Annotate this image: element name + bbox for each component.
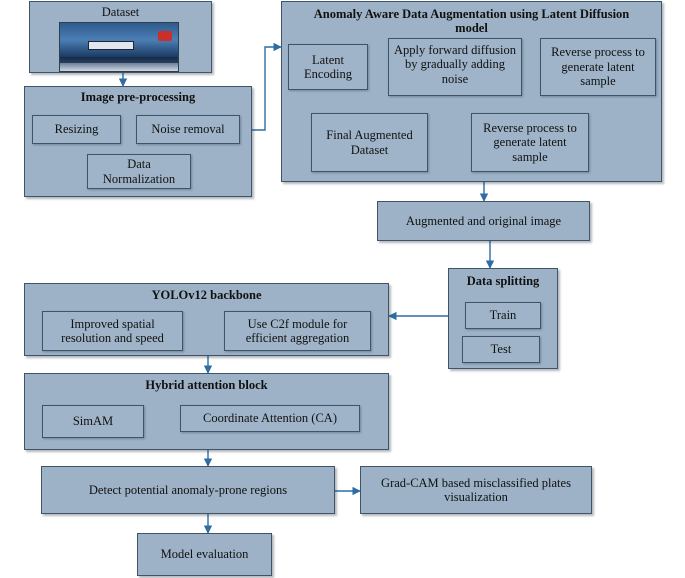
gradcam-box: Grad-CAM based misclassified plates visu… xyxy=(360,466,592,514)
data-splitting-title: Data splitting xyxy=(466,274,540,288)
latent-encoding-step: Latent Encoding xyxy=(288,44,368,90)
resizing-step: Resizing xyxy=(32,115,121,144)
train-split: Train xyxy=(465,302,541,329)
data-normalization-step: Data Normalization xyxy=(87,154,191,189)
c2f-module-feature: Use C2f module for efficient aggregation xyxy=(224,311,371,351)
dataset-box: Dataset xyxy=(29,1,212,73)
augmented-original-label: Augmented and original image xyxy=(405,213,562,228)
hybrid-attention-title: Hybrid attention block xyxy=(145,378,268,392)
model-evaluation-label: Model evaluation xyxy=(160,547,249,562)
arrow-preprocessing-to-augmentation xyxy=(240,42,282,131)
model-evaluation-box: Model evaluation xyxy=(137,533,272,576)
license-plate-image xyxy=(59,22,179,72)
noise-removal-step: Noise removal xyxy=(136,115,240,144)
preprocessing-title: Image pre-processing xyxy=(80,90,196,104)
final-augmented-dataset: Final Augmented Dataset xyxy=(311,113,428,172)
augmentation-title: Anomaly Aware Data Augmentation using La… xyxy=(313,7,630,36)
reverse-process-top-step: Reverse process to generate latent sampl… xyxy=(540,38,656,96)
forward-diffusion-step: Apply forward diffusion by gradually add… xyxy=(388,38,522,96)
spatial-resolution-feature: Improved spatial resolution and speed xyxy=(42,311,183,351)
gradcam-label: Grad-CAM based misclassified plates visu… xyxy=(381,475,571,504)
augmented-original-box: Augmented and original image xyxy=(377,201,590,241)
test-split: Test xyxy=(462,336,540,363)
dataset-title: Dataset xyxy=(101,5,140,19)
detect-anomaly-box: Detect potential anomaly-prone regions xyxy=(41,466,335,514)
yolov12-backbone-title: YOLOv12 backbone xyxy=(151,288,262,302)
detect-anomaly-label: Detect potential anomaly-prone regions xyxy=(88,482,288,497)
reverse-process-bottom-step: Reverse process to generate latent sampl… xyxy=(471,113,589,172)
coordinate-attention-module: Coordinate Attention (CA) xyxy=(180,405,360,432)
simam-module: SimAM xyxy=(42,405,144,438)
